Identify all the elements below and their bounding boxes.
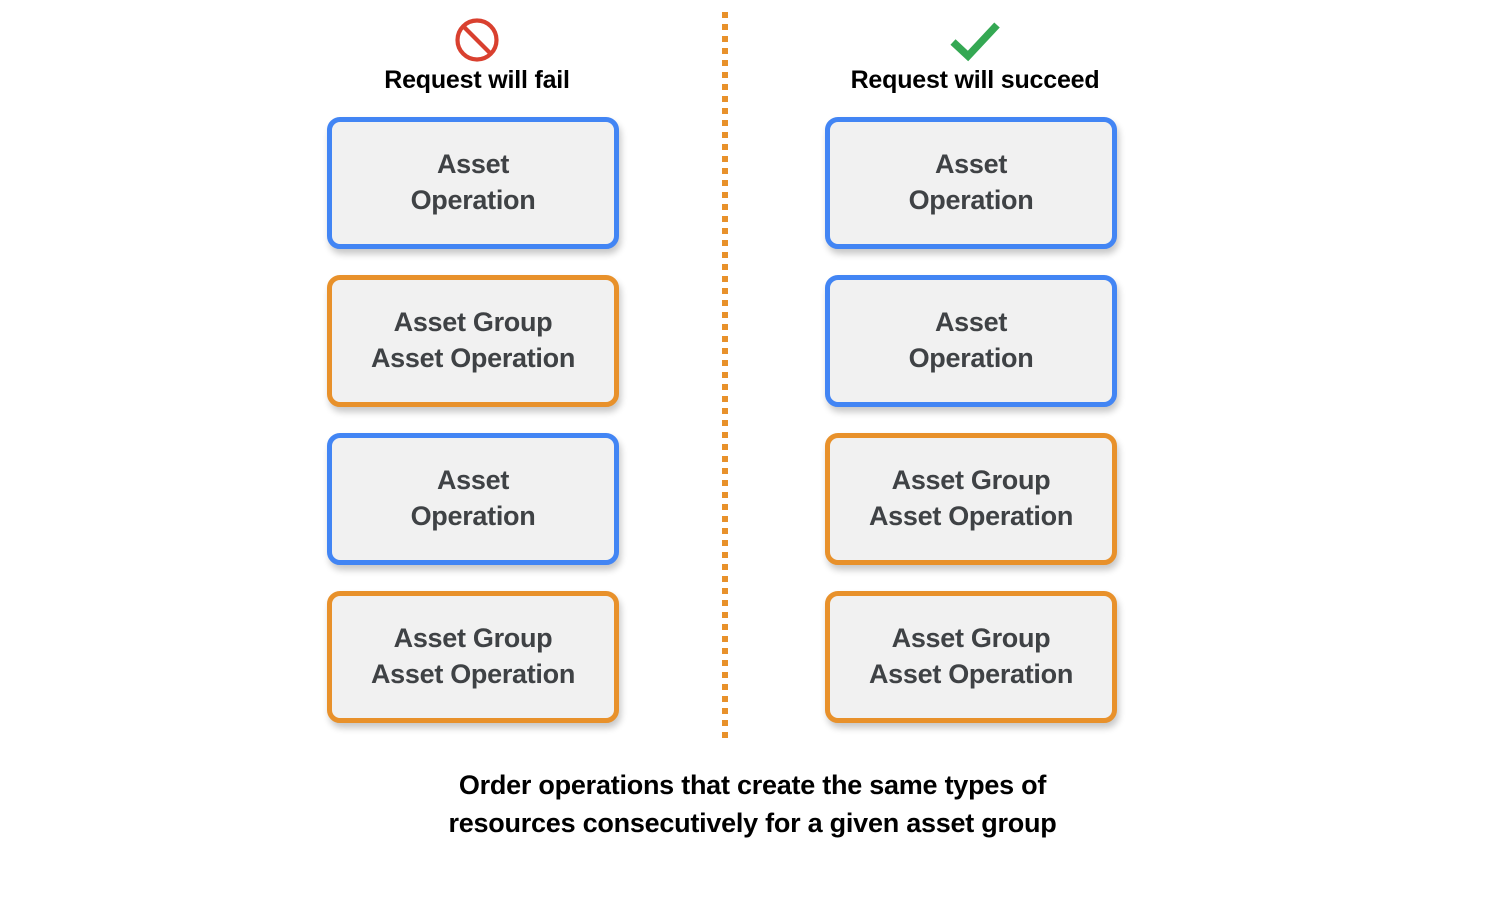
node-label: Asset Operation — [908, 307, 1034, 373]
column-title-succeed: Request will succeed — [850, 66, 1100, 94]
node-asset-operation[interactable]: Asset Operation — [327, 117, 619, 249]
prohibition-icon — [454, 14, 500, 66]
node-label: Asset Operation — [410, 465, 536, 531]
node-asset-operation[interactable]: Asset Operation — [327, 433, 619, 565]
column-divider — [722, 12, 728, 740]
node-asset-group-asset-operation[interactable]: Asset Group Asset Operation — [327, 591, 619, 723]
node-label: Asset Group Asset Operation — [868, 465, 1074, 531]
node-label: Asset Group Asset Operation — [370, 307, 576, 373]
node-label: Asset Group Asset Operation — [868, 623, 1074, 689]
node-label: Asset Operation — [410, 149, 536, 215]
column-header-fail: Request will fail — [327, 14, 627, 93]
node-list-succeed: Asset Operation Asset Operation Asset Gr… — [825, 117, 1125, 723]
node-list-fail: Asset Operation Asset Group Asset Operat… — [327, 117, 627, 723]
diagram-caption: Order operations that create the same ty… — [448, 770, 1057, 839]
column-request-will-fail: Request will fail Asset Operation Asset … — [327, 14, 627, 723]
column-title-fail: Request will fail — [384, 66, 570, 94]
node-asset-group-asset-operation[interactable]: Asset Group Asset Operation — [825, 591, 1117, 723]
checkmark-icon — [945, 14, 1005, 66]
node-label: Asset Operation — [908, 149, 1034, 215]
column-header-succeed: Request will succeed — [825, 14, 1125, 93]
column-request-will-succeed: Request will succeed Asset Operation Ass… — [825, 14, 1125, 723]
node-asset-operation[interactable]: Asset Operation — [825, 117, 1117, 249]
node-asset-operation[interactable]: Asset Operation — [825, 275, 1117, 407]
node-label: Asset Group Asset Operation — [370, 623, 576, 689]
node-asset-group-asset-operation[interactable]: Asset Group Asset Operation — [825, 433, 1117, 565]
node-asset-group-asset-operation[interactable]: Asset Group Asset Operation — [327, 275, 619, 407]
